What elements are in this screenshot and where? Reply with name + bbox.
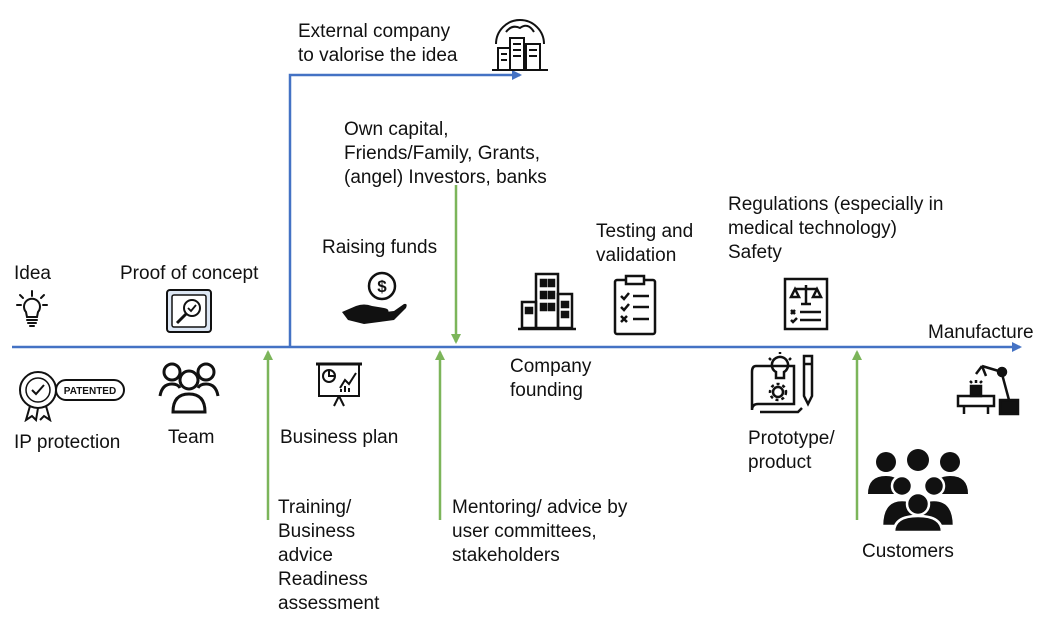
money-hand-icon: $: [342, 271, 407, 324]
patent-badge-icon: PATENTED: [19, 371, 125, 422]
team-icon: [158, 362, 220, 414]
testing-validation-label: Testing and validation: [596, 221, 694, 266]
ip-protection-label: IP protection: [14, 432, 121, 453]
blueprint-prototype-icon: [750, 352, 814, 414]
business-plan-label: Business plan: [280, 427, 399, 448]
magnifier-check-icon: [166, 289, 212, 333]
team-label: Team: [168, 427, 215, 448]
clipboard-checklist-icon: [613, 274, 657, 336]
proof-of-concept-label: Proof of concept: [120, 263, 259, 284]
customers-label: Customers: [862, 541, 954, 562]
prototype-label: Prototype/ product: [748, 428, 835, 473]
law-document-icon: [783, 277, 829, 331]
svg-text:$: $: [377, 277, 387, 296]
external-company-branch-arrow: [288, 70, 522, 347]
city-globe-icon: [492, 19, 548, 71]
raising-funds-label: Raising funds: [322, 237, 438, 258]
presentation-chart-icon: [316, 362, 362, 407]
training-label: Training/ Business advice Readiness asse…: [278, 497, 380, 614]
office-building-icon: [518, 272, 576, 331]
patent-badge-text: PATENTED: [64, 386, 116, 397]
robot-arm-icon: [956, 364, 1020, 416]
external-company-label: External company to valorise the idea: [298, 21, 458, 66]
regulations-label: Regulations (especially in medical techn…: [728, 194, 944, 263]
manufacture-label: Manufacture: [928, 322, 1034, 343]
idea-label: Idea: [14, 263, 51, 284]
customers-crowd-icon: [868, 449, 968, 532]
lightbulb-icon: [16, 290, 48, 327]
funding-sources-label: Own capital, Friends/Family, Grants, (an…: [344, 119, 547, 188]
mentoring-label: Mentoring/ advice by user committees, st…: [452, 497, 628, 566]
company-founding-label: Company founding: [510, 356, 592, 401]
